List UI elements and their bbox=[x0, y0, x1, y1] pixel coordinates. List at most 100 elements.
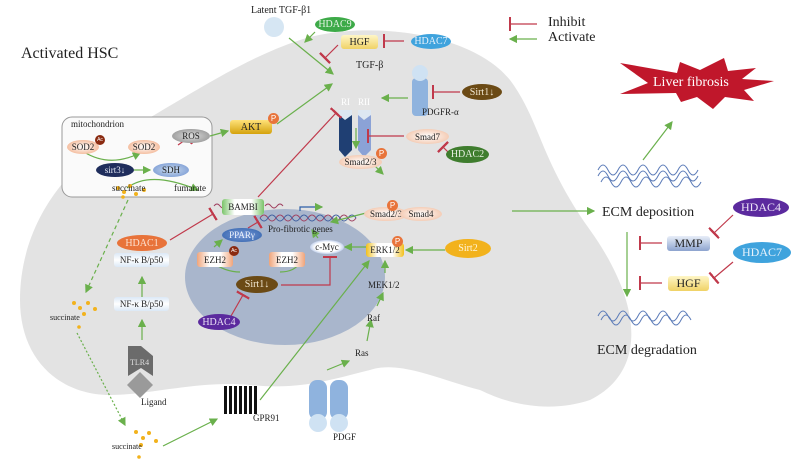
nfkb-upper-node[interactable]: NF-κ B/p50 bbox=[114, 253, 169, 267]
tlr4-ligand bbox=[127, 372, 153, 398]
succinate-particles bbox=[72, 184, 158, 459]
sirt1-top-node[interactable]: Sirt1↓ bbox=[462, 84, 502, 100]
hdac9-node[interactable]: HDAC9 bbox=[315, 17, 355, 32]
sdh-node[interactable]: SDH bbox=[153, 163, 189, 177]
phospho-badge-akt: P bbox=[268, 113, 279, 124]
latent-tgf-label: Latent TGF-β1 bbox=[251, 5, 312, 16]
arrow-ecm-to-fibrosis bbox=[642, 121, 673, 161]
sod2-acetylated-node[interactable]: SOD2 bbox=[67, 140, 99, 154]
inhibit-hdac4-sirt1 bbox=[230, 290, 250, 317]
inhibit-hgf-receptor bbox=[319, 44, 339, 64]
phospho-badge-smad23-top: P bbox=[376, 148, 387, 159]
sirt2-node[interactable]: Sirt2 bbox=[445, 239, 491, 258]
pdgfr-receptor-body bbox=[412, 78, 428, 116]
arrow-sod2-cycle bbox=[83, 151, 142, 161]
hdac4-right-node[interactable]: HDAC4 bbox=[733, 198, 789, 217]
arrow-pdgf-to-ras bbox=[326, 359, 351, 371]
akt-node[interactable]: AKT bbox=[230, 120, 272, 134]
arrow-raf-to-mek bbox=[376, 291, 384, 307]
arrow-gpr91-to-erk bbox=[259, 260, 370, 401]
arrow-akt-to-receptor bbox=[276, 83, 333, 125]
ecm-degradation-fibers bbox=[597, 310, 692, 326]
inhibit-hdac7-hgf-right bbox=[708, 261, 734, 285]
liver-fibrosis-label: Liver fibrosis bbox=[653, 75, 729, 90]
hgf-right-node[interactable]: HGF bbox=[668, 276, 709, 291]
fumarate-label: fumarate bbox=[174, 183, 206, 193]
phospho-badge-erk: P bbox=[392, 236, 403, 247]
legend-inhibit-label: Inhibit bbox=[548, 15, 586, 30]
pdgfr-label: PDGFR-α bbox=[422, 107, 459, 117]
succinate-mid-label: succinate bbox=[50, 313, 80, 322]
ezh2-node[interactable]: EZH2 bbox=[269, 252, 305, 267]
hdac1-node[interactable]: HDAC1 bbox=[117, 235, 167, 251]
arrow-succinate-to-gpr91 bbox=[162, 418, 219, 447]
arrow-mito-to-succinate bbox=[85, 199, 129, 294]
inhibit-sirt1-cmyc bbox=[281, 255, 338, 286]
arrow-hdac9-to-latent bbox=[304, 31, 316, 43]
ecm-deposition-fibers bbox=[597, 164, 702, 188]
liver-fibrosis-burst bbox=[620, 58, 774, 109]
tgf-beta-label: TGF-β bbox=[356, 60, 384, 71]
ras-label: Ras bbox=[355, 348, 369, 358]
mitochondrion-title: mitochondrion bbox=[71, 119, 124, 129]
nfkb-lower-node[interactable]: NF-κ B/p50 bbox=[114, 297, 169, 311]
arrow-ppar-ezh2 bbox=[213, 239, 223, 248]
ros-node[interactable]: ROS bbox=[172, 129, 210, 143]
hdac7-right-node[interactable]: HDAC7 bbox=[733, 242, 791, 263]
tlr4-label: TLR4 bbox=[130, 358, 150, 367]
hdac7-node-top[interactable]: HDAC7 bbox=[411, 34, 451, 49]
phospho-badge-smad23: P bbox=[387, 200, 398, 211]
smad23-node[interactable]: Smad2/3 bbox=[364, 207, 408, 221]
arrow-cmyc-to-genes bbox=[311, 229, 320, 239]
bambi-node[interactable]: BAMBI bbox=[222, 199, 264, 215]
acetyl-badge-ezh2: Ac bbox=[229, 246, 239, 256]
succinate-bottom-label: succinate bbox=[112, 442, 142, 451]
sirt1-nucleus-node[interactable]: Sirt1↓ bbox=[236, 276, 278, 293]
inhibit-hdac4-mmp bbox=[708, 214, 734, 240]
gpr91-label: GPR91 bbox=[253, 413, 280, 423]
smad7-node[interactable]: Smad7 bbox=[406, 129, 449, 144]
ezh2-acetylated-node[interactable]: EZH2 bbox=[197, 252, 233, 267]
hdac4-cyto-node[interactable]: HDAC4 bbox=[198, 314, 240, 330]
inhibit-ppar-genes bbox=[247, 215, 263, 229]
pdgfr-receptor-head bbox=[412, 65, 428, 81]
hdac2-node[interactable]: HDAC2 bbox=[446, 146, 489, 163]
profibrotic-genes-label: Pro-fibrotic genes bbox=[268, 224, 333, 234]
gpr91-receptor bbox=[224, 386, 257, 414]
arrow-latent-to-receptor bbox=[288, 37, 334, 75]
tgf-receptor-rii-body bbox=[358, 115, 371, 157]
inhibit-bambi-receptor bbox=[257, 107, 343, 198]
ecm-deposition-label: ECM deposition bbox=[602, 205, 695, 220]
receptor-rii-text: RII bbox=[358, 97, 370, 107]
tgf-receptor-ri-body bbox=[339, 115, 352, 157]
ppar-node[interactable]: PPARγ bbox=[222, 228, 262, 242]
pdgf-receptor bbox=[309, 380, 348, 432]
arrow-smad-to-genes bbox=[329, 212, 367, 225]
sod2-node[interactable]: SOD2 bbox=[128, 140, 160, 154]
arrow-succinate-to-extracellular bbox=[76, 332, 126, 427]
raf-label: Raf bbox=[367, 313, 380, 323]
succinate-mito-label: succinate bbox=[112, 183, 146, 193]
inhibit-hdac1-bambi bbox=[169, 207, 218, 241]
cmyc-node[interactable]: c-Myc bbox=[310, 240, 344, 254]
transcription-arrow bbox=[299, 202, 324, 212]
receptor-ri-text: RI bbox=[341, 97, 350, 107]
hgf-node[interactable]: HGF bbox=[341, 35, 378, 49]
latent-tgf-circle bbox=[264, 17, 284, 37]
arrow-ros-to-akt bbox=[209, 128, 230, 137]
ecm-degradation-label: ECM degradation bbox=[597, 343, 697, 358]
cell-title: Activated HSC bbox=[21, 45, 119, 62]
ligand-label: Ligand bbox=[141, 397, 167, 407]
pdgf-label: PDGF bbox=[333, 432, 357, 442]
smad23-top-node[interactable]: Smad2/3 bbox=[339, 155, 382, 169]
mek-label: MEK1/2 bbox=[368, 280, 400, 290]
smad4-node[interactable]: Smad4 bbox=[400, 207, 442, 221]
legend-activate-label: Activate bbox=[548, 30, 596, 45]
sirt3-node[interactable]: sirt3↓ bbox=[96, 163, 134, 177]
dna-helix bbox=[259, 214, 357, 222]
acetyl-badge: Ac bbox=[95, 135, 105, 145]
tlr4-receptor bbox=[128, 346, 153, 376]
mmp-node[interactable]: MMP bbox=[667, 236, 710, 251]
